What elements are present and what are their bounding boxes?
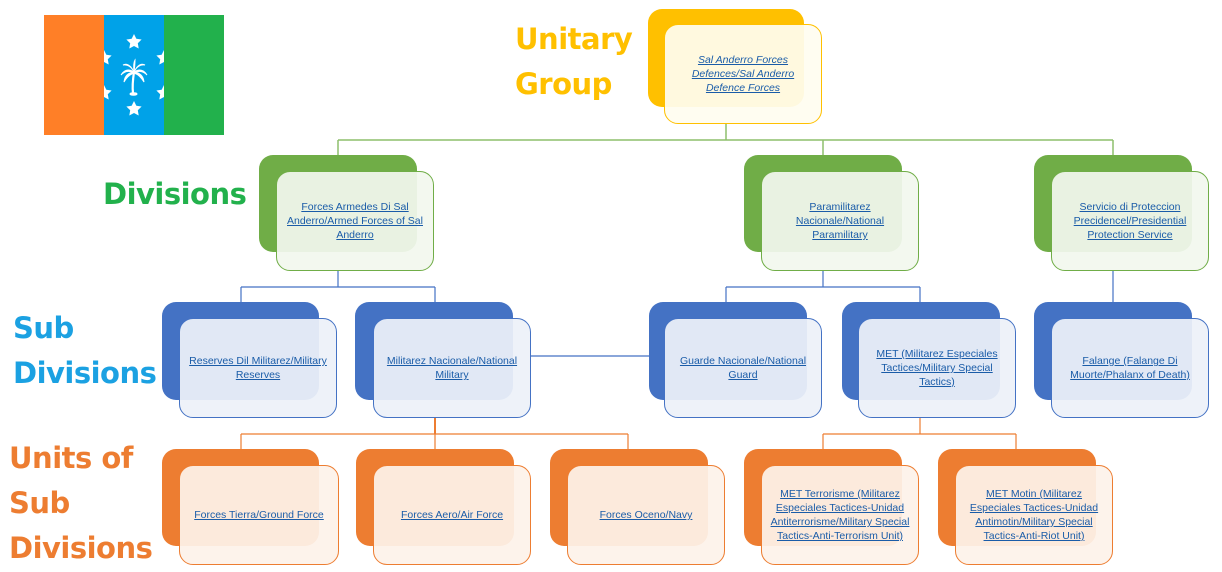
star-icon — [126, 34, 142, 49]
node-link-sub-division[interactable]: Falange (Falange Di Muorte/Phalanx of De… — [1070, 355, 1190, 381]
level-label-unitary-group: Unitary Group — [515, 22, 633, 101]
star-icon — [156, 50, 164, 65]
palm-tree-icon — [120, 58, 148, 96]
node-link-sub-division[interactable]: MET (Militarez Especiales Tactices/Milit… — [876, 348, 998, 388]
star-icon — [126, 101, 142, 116]
node-link-unit[interactable]: Forces Tierra/Ground Force — [194, 509, 324, 521]
connector-divisions-subdivisions — [240, 271, 1114, 357]
connector-subdivisions-units — [240, 418, 1017, 449]
star-icon — [104, 50, 112, 65]
level-label-divisions: Divisions — [103, 177, 247, 211]
node-link-sub-division[interactable]: Guarde Nacionale/National Guard — [679, 355, 807, 381]
star-icon — [156, 85, 164, 100]
node-link-sub-division[interactable]: Militarez Nacionale/National Military — [386, 355, 518, 381]
node-link-division[interactable]: Servicio di Proteccion Precidencel/Presi… — [1073, 201, 1187, 241]
node-link-unit[interactable]: MET Motin (Militarez Especiales Tactices… — [969, 488, 1099, 542]
connector-root-divisions — [337, 124, 1114, 155]
flag-stripe-orange — [44, 15, 104, 135]
node-link-unit[interactable]: Forces Aero/Air Force — [400, 509, 504, 521]
flag-stripe-blue — [104, 15, 164, 135]
flag-emblem — [104, 34, 164, 116]
node-link-root[interactable]: Sal Anderro Forces Defences/Sal Anderro … — [691, 54, 795, 94]
node-link-unit[interactable]: MET Terrorisme (Militarez Especiales Tac… — [770, 488, 910, 542]
flag — [44, 15, 224, 135]
node-link-division[interactable]: Paramilitarez Nacionale/National Paramil… — [795, 201, 885, 241]
node-link-division[interactable]: Forces Armedes Di Sal Anderro/Armed Forc… — [287, 201, 423, 241]
node-link-unit[interactable]: Forces Oceno/Navy — [599, 509, 693, 521]
flag-stripe-green — [164, 15, 224, 135]
level-label-sub-divisions: Sub Divisions — [13, 311, 157, 390]
star-icon — [104, 85, 112, 100]
level-label-units-of-sub-divisions: Units of Sub Divisions — [9, 441, 153, 565]
node-link-sub-division[interactable]: Reserves Dil Militarez/Military Reserves — [189, 355, 327, 381]
